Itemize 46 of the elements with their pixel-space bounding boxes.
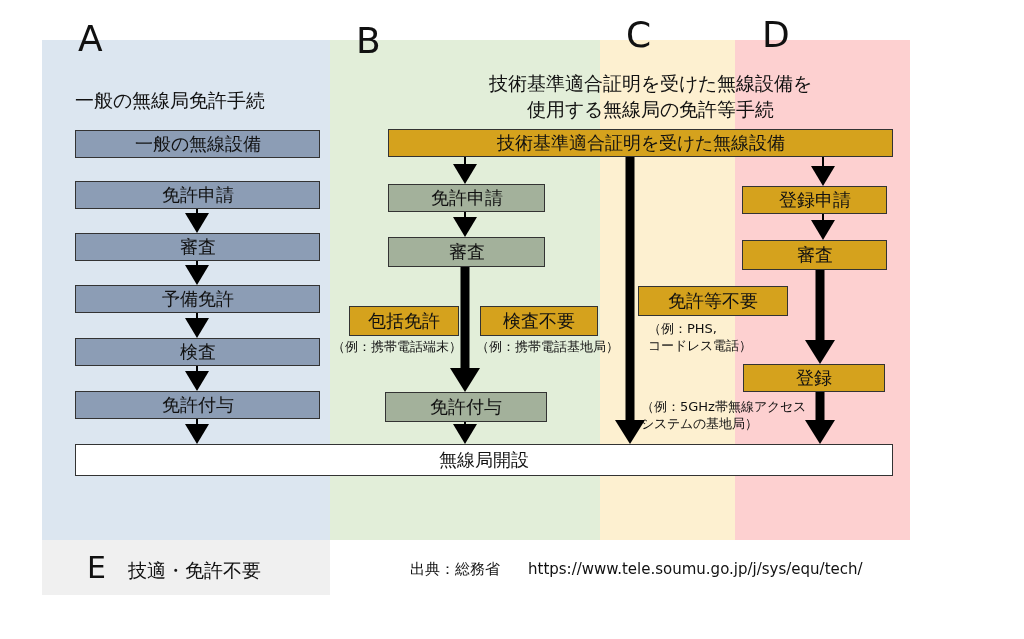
process-box: 登録 <box>743 364 885 392</box>
section-heading: 技術基準適合証明を受けた無線設備を使用する無線局の免許等手続 <box>487 71 813 122</box>
arrow <box>453 156 477 184</box>
process-box: 審査 <box>388 237 545 267</box>
process-box: 予備免許 <box>75 285 320 313</box>
column-letter: B <box>356 20 382 61</box>
arrow <box>185 365 209 391</box>
process-box: 技術基準適合証明を受けた無線設備 <box>388 129 893 157</box>
arrow <box>450 267 480 392</box>
category-letter: E <box>87 550 106 586</box>
source-url: https://www.tele.soumu.go.jp/j/sys/equ/tech/ <box>528 560 864 578</box>
section-heading: 一般の無線局免許手続 <box>75 88 266 113</box>
arrow <box>811 213 835 240</box>
example-note: （例：5GHz帯無線アクセスシステムの基地局） <box>641 398 807 432</box>
arrow <box>805 270 835 364</box>
result-box: 無線局開設 <box>75 444 893 476</box>
example-note: （例：携帯電話端末） <box>332 338 463 355</box>
process-box: 検査不要 <box>480 306 598 336</box>
process-box: 一般の無線設備 <box>75 130 320 158</box>
arrow <box>185 208 209 233</box>
process-box: 免許申請 <box>75 181 320 209</box>
arrow <box>453 211 477 237</box>
column-letter: A <box>78 18 104 59</box>
process-box: 審査 <box>742 240 887 270</box>
column-letter: D <box>762 14 791 55</box>
process-box: 審査 <box>75 233 320 261</box>
arrow <box>185 418 209 444</box>
arrow <box>615 157 645 444</box>
column-letter: C <box>626 14 653 55</box>
source-note: 出典：総務省 <box>410 560 501 579</box>
process-box: 免許申請 <box>388 184 545 212</box>
arrow <box>805 392 835 444</box>
example-note: （例：PHS, コードレス電話） <box>648 320 753 354</box>
arrow <box>453 421 477 444</box>
process-box: 包括免許 <box>349 306 459 336</box>
process-box: 登録申請 <box>742 186 887 214</box>
category-box <box>42 540 330 595</box>
example-note: （例：携帯電話基地局） <box>476 338 620 355</box>
process-box: 免許等不要 <box>638 286 788 316</box>
arrow <box>185 260 209 285</box>
process-box: 免許付与 <box>385 392 547 422</box>
arrow <box>185 312 209 338</box>
category-label: 技適・免許不要 <box>128 558 261 583</box>
process-box: 免許付与 <box>75 391 320 419</box>
arrow <box>811 156 835 186</box>
process-box: 検査 <box>75 338 320 366</box>
